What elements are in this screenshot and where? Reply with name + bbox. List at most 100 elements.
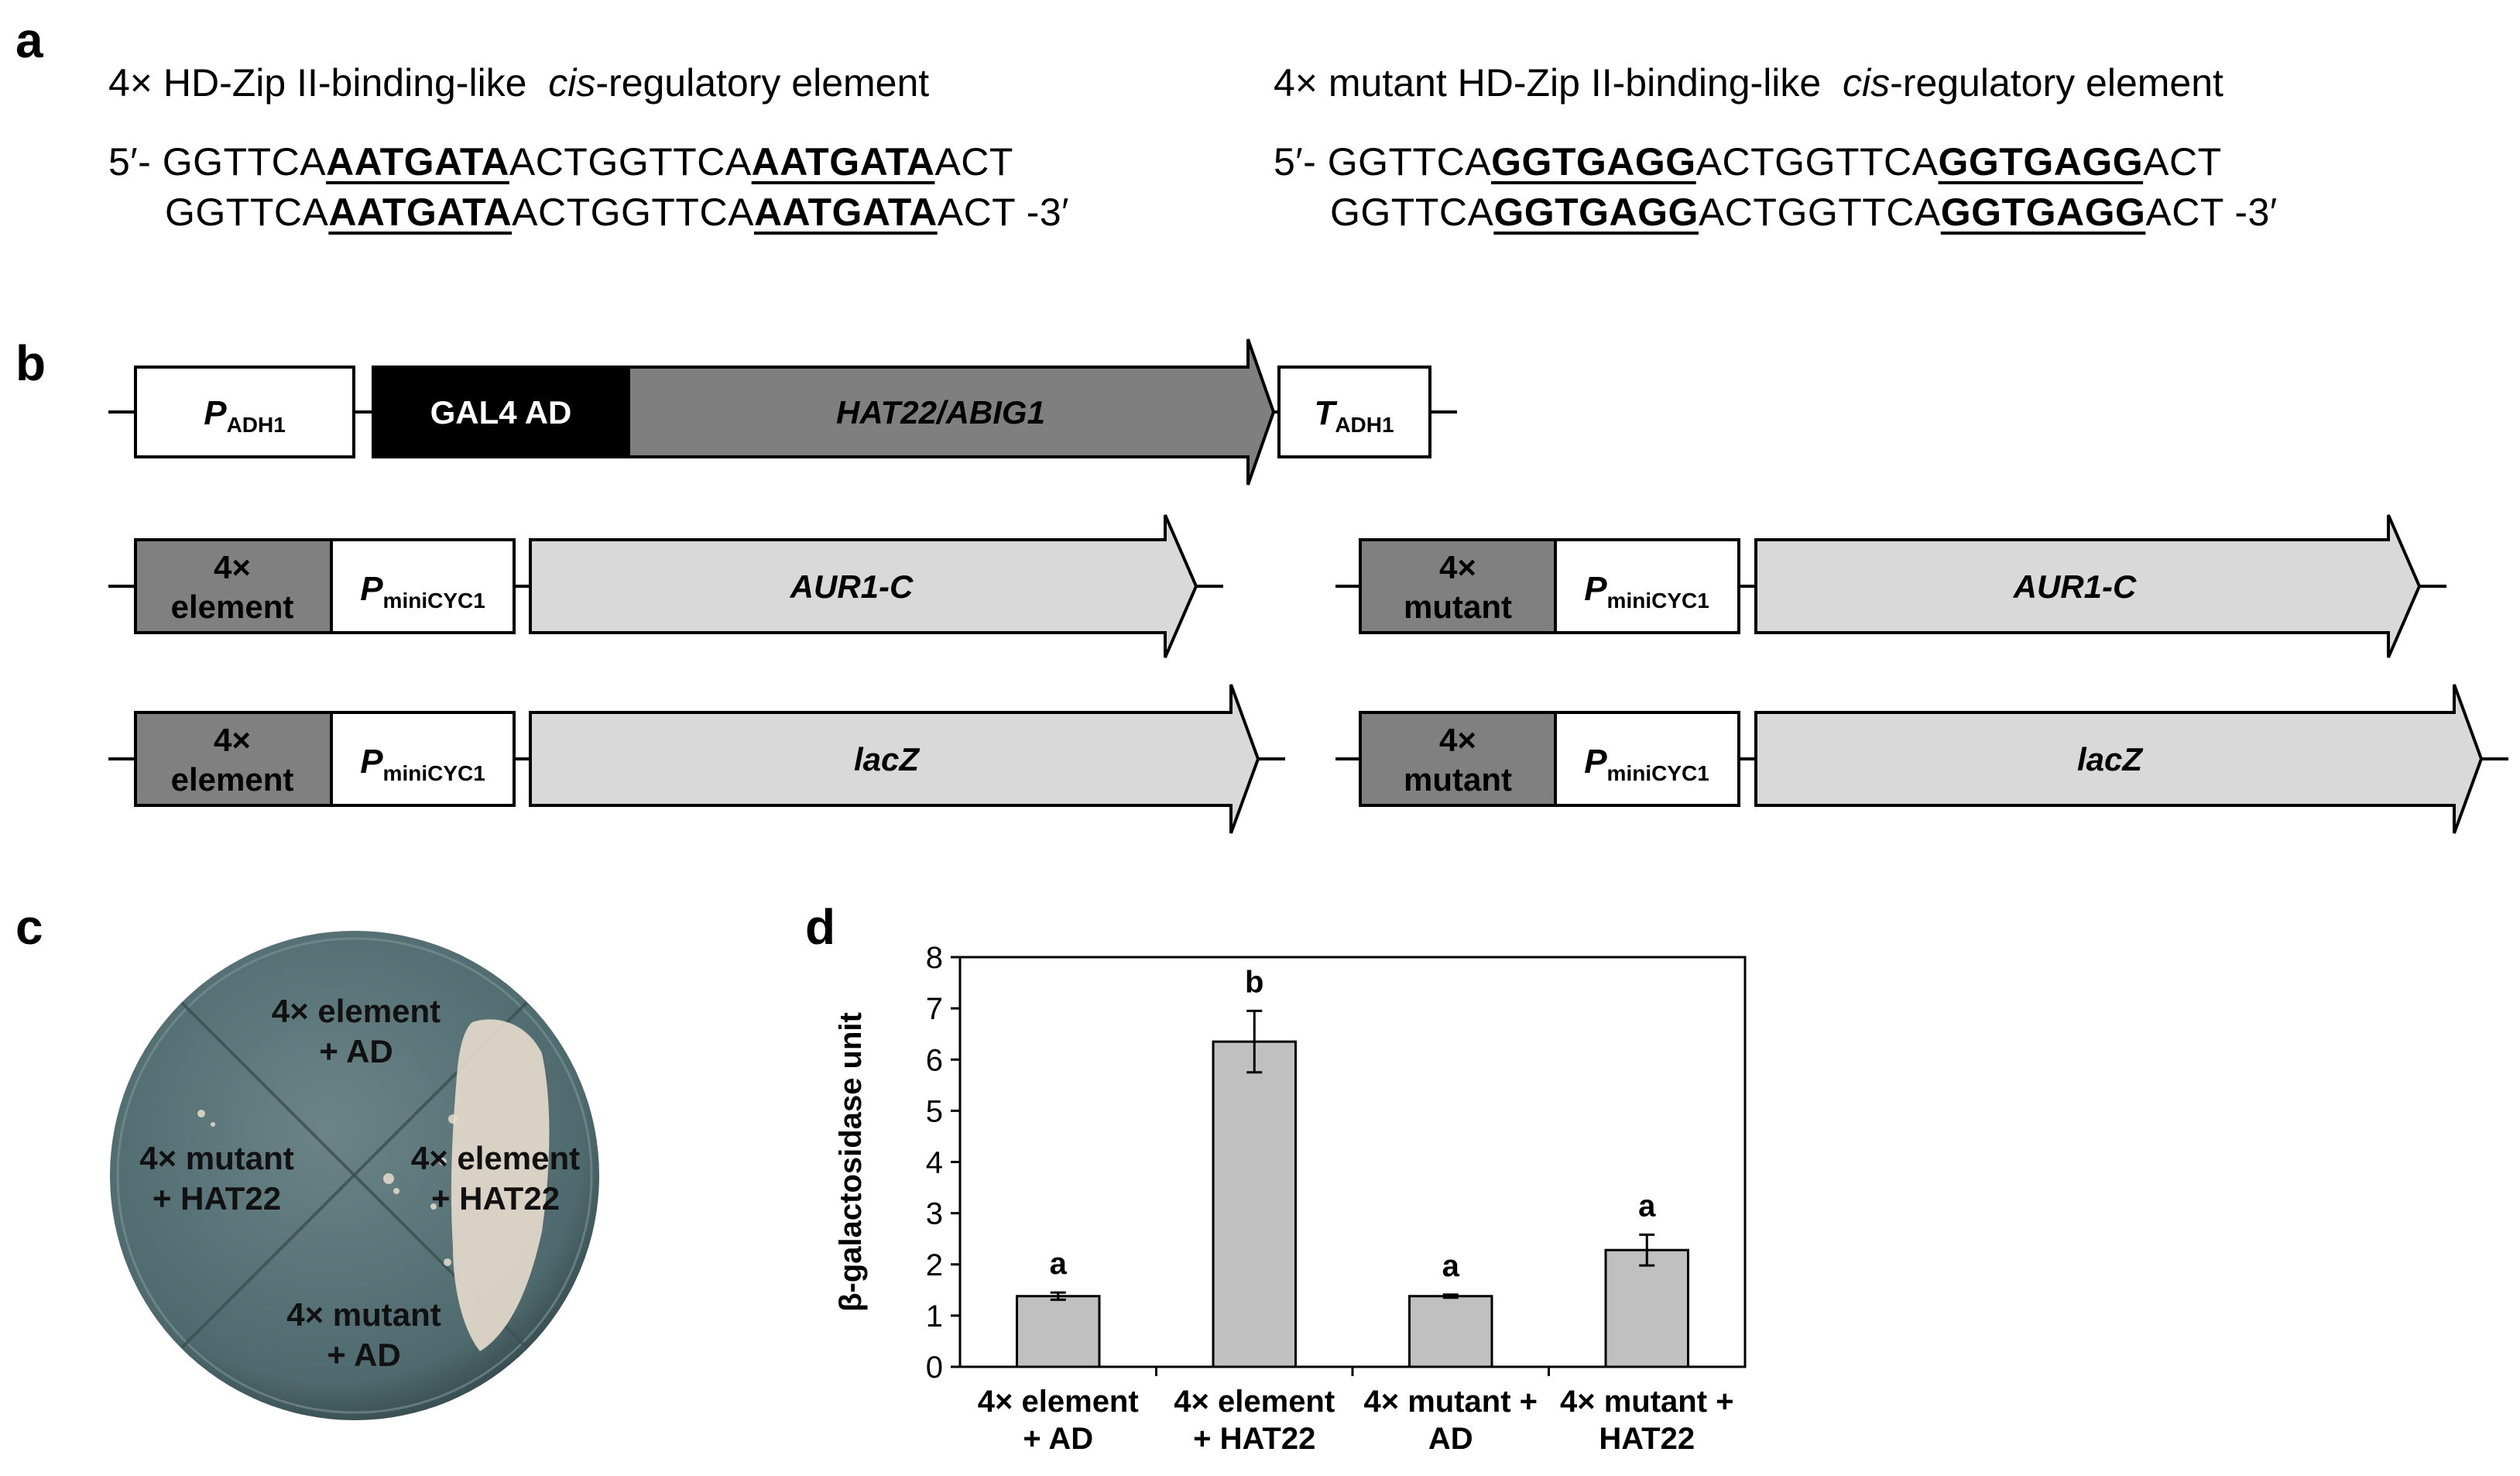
element-label: 4×: [214, 549, 251, 585]
seq-motif: GGTGAGG: [1491, 140, 1696, 184]
plate-label-line: 4× mutant: [139, 1140, 294, 1176]
significance-letter: b: [1245, 965, 1263, 999]
aur1c-label: AUR1-C: [790, 568, 914, 605]
yeast-colony-dot: [393, 1188, 399, 1194]
seq-plain: ACTGGTTCA: [1698, 191, 1941, 234]
right-title: 4× mutant HD-Zip II-binding-like cis-reg…: [1274, 60, 2223, 105]
left-seq-line2: GGTTCAAATGATAACTGGTTCAAATGATAACT -3′: [165, 190, 1069, 235]
bar: [1212, 1040, 1297, 1368]
plate-label-right: 4× element + HAT22: [379, 1138, 612, 1219]
y-tick-label: 0: [926, 1351, 943, 1385]
plate-label-line: + AD: [319, 1033, 393, 1069]
element-label: 4×: [214, 722, 251, 758]
plate-label-line: + AD: [327, 1337, 401, 1373]
yeast-colony-streak: [451, 1019, 550, 1351]
gal4-ad-label: GAL4 AD: [430, 394, 572, 431]
element-label: element: [171, 761, 294, 798]
seq-motif: AATGATA: [328, 191, 513, 234]
seq-motif: AATGATA: [753, 191, 938, 234]
x-category-label: + HAT22: [1193, 1422, 1315, 1456]
lacz-arrow: [529, 684, 1260, 834]
panel-label-c: c: [15, 899, 43, 955]
t-adh1-box: [1277, 366, 1431, 458]
x-category-label: 4× mutant +: [1560, 1385, 1734, 1419]
yeast-colony-dot: [383, 1173, 394, 1184]
pminicyc1-label: PminiCYC1: [360, 743, 485, 785]
yeast-colony-dot: [444, 1258, 451, 1266]
plate-label-line: 4× mutant: [286, 1296, 441, 1333]
yeast-plate: [110, 931, 599, 1420]
mutant-label: mutant: [1404, 761, 1512, 798]
seq-motif: AATGATA: [326, 140, 509, 184]
construct-diagram: PADH1 GAL4 AD HAT22/ABIG1 TADH1 4× eleme…: [108, 338, 2508, 834]
y-tick-label: 6: [926, 1043, 943, 1077]
aur1c-arrow: [529, 514, 1198, 658]
panel-label-b: b: [15, 335, 46, 391]
seq-plain: GGTTCA: [165, 191, 329, 234]
bar: [1408, 1295, 1493, 1368]
left-title-italic: cis: [548, 61, 596, 105]
left-seq-line1: 5′- GGTTCAAATGATAACTGGTTCAAATGATAACT: [108, 139, 1013, 184]
y-tick-label: 8: [926, 941, 943, 975]
left-title: 4× HD-Zip II-binding-like cis-regulatory…: [108, 60, 929, 105]
seq-plain: ACT: [2143, 140, 2222, 184]
plate-label-bottom: 4× mutant + AD: [240, 1295, 488, 1375]
seq-motif: AATGATA: [751, 140, 935, 184]
panel-label-a: a: [15, 12, 43, 68]
pminicyc1-label: PminiCYC1: [1584, 743, 1709, 785]
y-tick-label: 2: [926, 1248, 943, 1282]
y-tick-label: 3: [926, 1197, 943, 1231]
x-category-label: 4× element: [1174, 1385, 1335, 1419]
mutant-label: 4×: [1439, 549, 1476, 585]
x-category-label: + AD: [1023, 1422, 1093, 1456]
element-label: element: [171, 589, 294, 625]
significance-letter: a: [1050, 1247, 1068, 1281]
seq-motif: GGTGAGG: [1940, 191, 2146, 234]
plate-label-line: + HAT22: [152, 1180, 282, 1217]
x-category-label: 4× element: [978, 1385, 1139, 1419]
y-tick-label: 7: [926, 992, 943, 1026]
seq-plain: ACT -3′: [2145, 191, 2278, 234]
aur1c-arrow: [1754, 514, 2422, 658]
x-category-label: AD: [1428, 1422, 1473, 1456]
hat22-label: HAT22/ABIG1: [836, 394, 1045, 431]
right-title-italic: cis: [1843, 61, 1891, 105]
pminicyc1-label: PminiCYC1: [1584, 570, 1709, 613]
pminicyc1-box: [330, 538, 516, 634]
seq-plain: ACT -3′: [937, 191, 1070, 234]
lacz-label: lacZ: [2077, 741, 2143, 777]
bar: [1016, 1295, 1101, 1368]
plate-rim: [116, 937, 593, 1414]
seq-plain: GGTTCA: [1330, 191, 1494, 234]
panel-label-d: d: [805, 899, 836, 955]
lacz-label: lacZ: [854, 741, 920, 777]
plate-label-line: 4× element: [410, 1140, 581, 1176]
plate-label-left: 4× mutant + HAT22: [101, 1138, 333, 1219]
lacz-arrow: [1754, 684, 2484, 834]
pminicyc1-box: [1554, 711, 1740, 807]
t-adh1-label: TADH1: [1314, 394, 1394, 437]
plate-label-line: + HAT22: [430, 1180, 561, 1217]
seq-plain: ACT: [934, 140, 1013, 184]
right-seq-line1: 5′- GGTTCAGGTGAGGACTGGTTCAGGTGAGGACT: [1274, 139, 2222, 184]
seq-plain: 5′- GGTTCA: [108, 140, 327, 184]
plate-label-line: 4× element: [271, 993, 441, 1029]
seq-motif: GGTGAGG: [1493, 191, 1699, 234]
p-adh1-box: [134, 366, 355, 458]
yeast-colony-dot: [211, 1122, 215, 1127]
seq-motif: GGTGAGG: [1938, 140, 2144, 184]
aur1c-label: AUR1-C: [2013, 568, 2137, 605]
right-title-prefix: 4× mutant HD-Zip II-binding-like: [1274, 61, 1822, 105]
bar: [1604, 1248, 1689, 1368]
pminicyc1-label: PminiCYC1: [360, 570, 485, 613]
mutant-label: 4×: [1439, 722, 1476, 758]
significance-letter: a: [1638, 1189, 1656, 1223]
y-axis-label: β-galactosidase unit: [834, 1012, 868, 1312]
seq-plain: ACTGGTTCA: [1695, 140, 1939, 184]
y-tick-label: 5: [926, 1094, 943, 1128]
yeast-colony-dot: [448, 1114, 458, 1124]
yeast-colony-dot: [197, 1110, 205, 1117]
pminicyc1-box: [1554, 538, 1740, 634]
yeast-colony-dot: [439, 1158, 447, 1165]
